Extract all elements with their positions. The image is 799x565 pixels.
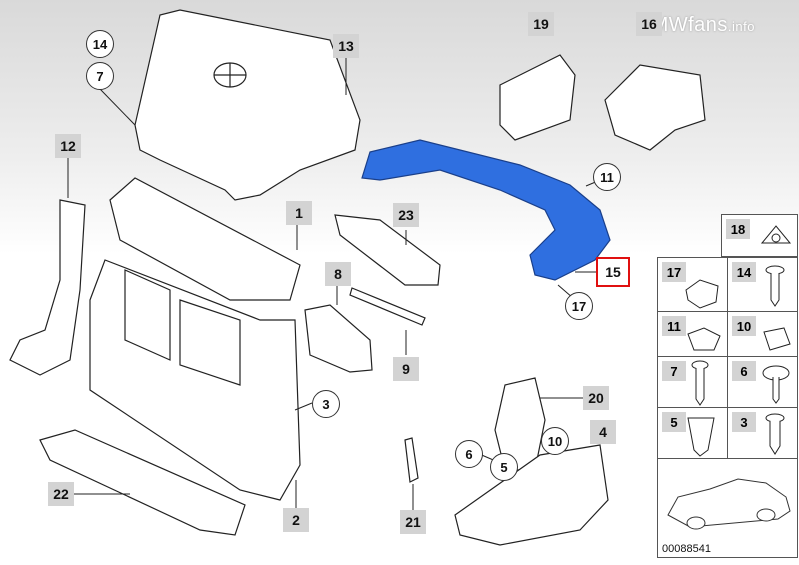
grid-label-14: 14 xyxy=(732,262,756,282)
watermark: MWfans.info xyxy=(651,14,755,36)
grid-cell-18[interactable]: 18 xyxy=(721,214,798,257)
grid-cell-10[interactable]: 10 xyxy=(727,311,798,357)
grid-label-3: 3 xyxy=(732,412,756,432)
grommet-icon xyxy=(760,225,792,244)
screw-icon xyxy=(691,360,709,406)
part-9-strip xyxy=(349,287,426,326)
grid-cell-14[interactable]: 14 xyxy=(727,257,798,312)
callout-22: 22 xyxy=(48,482,74,506)
part-19-bracket xyxy=(499,54,576,141)
grid-label-18: 18 xyxy=(726,219,750,239)
callout-6: 6 xyxy=(455,440,483,468)
callout-10: 10 xyxy=(541,427,569,455)
grid-cell-car xyxy=(657,458,798,558)
grid-label-6: 6 xyxy=(732,361,756,381)
grid-cell-5[interactable]: 5 xyxy=(657,407,728,459)
clip-icon xyxy=(763,327,791,351)
grid-cell-7[interactable]: 7 xyxy=(657,356,728,408)
grid-label-5: 5 xyxy=(662,412,686,432)
callout-5: 5 xyxy=(490,453,518,481)
callout-17: 17 xyxy=(565,292,593,320)
part-15-highlighted xyxy=(361,139,611,281)
part-21-bracket xyxy=(404,437,419,483)
callout-21: 21 xyxy=(400,510,426,534)
callout-15-selected[interactable]: 15 xyxy=(596,257,630,287)
callout-2: 2 xyxy=(283,508,309,532)
part-1-support xyxy=(109,177,301,301)
callout-13: 13 xyxy=(333,34,359,58)
grid-cell-17[interactable]: 17 xyxy=(657,257,728,312)
callout-19: 19 xyxy=(528,12,554,36)
expansion-nut-icon xyxy=(687,417,715,457)
part-23-grille xyxy=(334,214,441,286)
callout-8: 8 xyxy=(325,262,351,286)
screw-washer-icon xyxy=(762,365,790,404)
callout-12: 12 xyxy=(55,134,81,158)
grid-label-11: 11 xyxy=(662,316,686,336)
part-16-duct xyxy=(604,64,706,151)
callout-14: 14 xyxy=(86,30,114,58)
grid-cell-6[interactable]: 6 xyxy=(727,356,798,408)
clip-nut-icon xyxy=(685,279,719,309)
callout-16: 16 xyxy=(636,12,662,36)
grid-label-10: 10 xyxy=(732,316,756,336)
part-13-cover xyxy=(134,9,361,201)
part-8-bracket xyxy=(304,304,373,373)
grid-cell-3[interactable]: 3 xyxy=(727,407,798,459)
document-number: 00088541 xyxy=(662,543,711,555)
spring-nut-icon xyxy=(687,327,721,351)
push-rivet-icon xyxy=(765,265,785,307)
callout-9: 9 xyxy=(393,357,419,381)
part-12-duct xyxy=(9,199,86,376)
callout-20: 20 xyxy=(583,386,609,410)
car-silhouette-icon xyxy=(667,478,791,530)
part-22-deflector xyxy=(39,429,246,536)
callout-11: 11 xyxy=(593,163,621,191)
grid-label-7: 7 xyxy=(662,361,686,381)
fastener-grid: 18 17 14 11 10 7 6 5 3 xyxy=(657,214,798,558)
grid-cell-11[interactable]: 11 xyxy=(657,311,728,357)
callout-7: 7 xyxy=(86,62,114,90)
expanding-rivet-icon xyxy=(765,413,785,455)
grid-label-17: 17 xyxy=(662,262,686,282)
callout-1: 1 xyxy=(286,201,312,225)
callout-3: 3 xyxy=(312,390,340,418)
callout-4: 4 xyxy=(590,420,616,444)
callout-23: 23 xyxy=(393,203,419,227)
